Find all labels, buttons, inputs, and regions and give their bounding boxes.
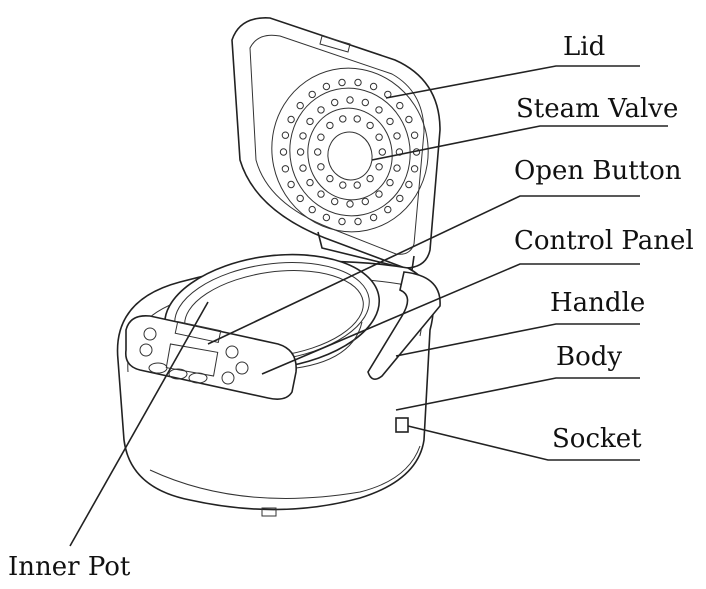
lid-vent-hole bbox=[369, 82, 378, 91]
lid-vent-hole bbox=[281, 131, 290, 139]
control-panel-drawing bbox=[124, 314, 297, 400]
lid-drawing bbox=[231, 17, 441, 271]
lid-vent-hole bbox=[308, 205, 316, 214]
lid-vent-hole bbox=[393, 132, 401, 140]
lid-vent-hole bbox=[306, 117, 314, 126]
lid-vent-hole bbox=[331, 98, 339, 107]
lid-vent-hole bbox=[353, 115, 361, 123]
label-open-button: Open Button bbox=[514, 156, 682, 186]
lid-vent-hole bbox=[338, 78, 346, 87]
lid-vent-hole bbox=[287, 180, 295, 189]
leader-socket bbox=[407, 425, 640, 461]
leader-body bbox=[395, 377, 640, 411]
lid-vent-hole bbox=[317, 163, 325, 171]
lid-vent-hole bbox=[396, 194, 404, 203]
lid-vent-hole bbox=[317, 190, 325, 198]
leader-lines bbox=[69, 65, 668, 547]
lid-vent-hole bbox=[410, 165, 419, 173]
lid-vent-hole bbox=[296, 194, 304, 203]
lid-vent-hole bbox=[338, 217, 346, 226]
lid-vent-hole bbox=[317, 133, 325, 141]
lid-vent-hole bbox=[410, 131, 419, 139]
lid-vent-hole bbox=[405, 115, 413, 124]
label-inner-pot: Inner Pot bbox=[8, 552, 131, 582]
label-steam-valve: Steam Valve bbox=[516, 94, 679, 124]
lid-vent-hole bbox=[384, 205, 392, 214]
lid-vent-hole bbox=[314, 148, 322, 156]
lid-vent-hole bbox=[279, 148, 288, 156]
lid-vent-hole bbox=[353, 181, 361, 189]
lid-vent-hole bbox=[326, 174, 334, 183]
lid-vent-hole bbox=[296, 148, 305, 156]
lid-vent-hole bbox=[393, 164, 401, 172]
lid-vent-hole bbox=[354, 217, 362, 226]
lid-vent-hole bbox=[346, 96, 354, 104]
lid-vent-hole bbox=[346, 200, 354, 208]
lid-vent-hole bbox=[369, 213, 378, 222]
lid-vent-hole bbox=[405, 180, 413, 189]
leader-inner-pot bbox=[69, 301, 209, 547]
lid-vent-hole bbox=[306, 178, 314, 187]
lid-vent-hole bbox=[317, 106, 325, 114]
lid-vent-hole bbox=[375, 190, 383, 198]
lid-vent-hole bbox=[308, 90, 316, 99]
label-control-panel: Control Panel bbox=[514, 226, 694, 256]
lid-vent-hole bbox=[375, 133, 383, 141]
leader-handle bbox=[395, 323, 640, 357]
handle-drawing bbox=[367, 271, 441, 380]
lid-vent-hole bbox=[386, 178, 394, 187]
lid-vent-hole bbox=[378, 148, 386, 156]
lid-vent-hole bbox=[331, 197, 339, 206]
lid-vent-hole bbox=[322, 213, 331, 222]
lid-vent-hole bbox=[366, 121, 374, 130]
lid-vent-hole bbox=[287, 115, 295, 124]
lid-vent-hole bbox=[326, 121, 334, 130]
socket-drawing bbox=[395, 417, 409, 433]
lid-vent-hole bbox=[375, 106, 383, 114]
label-lid: Lid bbox=[563, 32, 606, 62]
leader-lid bbox=[385, 65, 640, 99]
lid-vent-hole bbox=[354, 78, 362, 87]
lid-vent-hole bbox=[281, 165, 290, 173]
lid-vent-hole bbox=[299, 164, 307, 172]
lid-vent-hole bbox=[296, 101, 304, 110]
leader-open-button bbox=[207, 195, 640, 345]
leader-steam-valve bbox=[371, 125, 668, 161]
lid-vent-hole bbox=[386, 117, 394, 126]
lid-vent-hole bbox=[322, 82, 331, 91]
leader-control-panel bbox=[261, 263, 640, 375]
label-handle: Handle bbox=[550, 288, 646, 318]
label-body: Body bbox=[556, 342, 623, 372]
label-socket: Socket bbox=[552, 424, 642, 454]
lid-vent-hole bbox=[339, 181, 347, 189]
lid-vent-hole bbox=[361, 197, 369, 206]
lid-vent-hole bbox=[366, 174, 374, 183]
lid-vent-hole bbox=[396, 101, 404, 110]
lid-vent-hole bbox=[361, 98, 369, 107]
lid-vent-hole bbox=[299, 132, 307, 140]
lid-vent-hole bbox=[339, 115, 347, 123]
lid-vent-hole bbox=[375, 163, 383, 171]
